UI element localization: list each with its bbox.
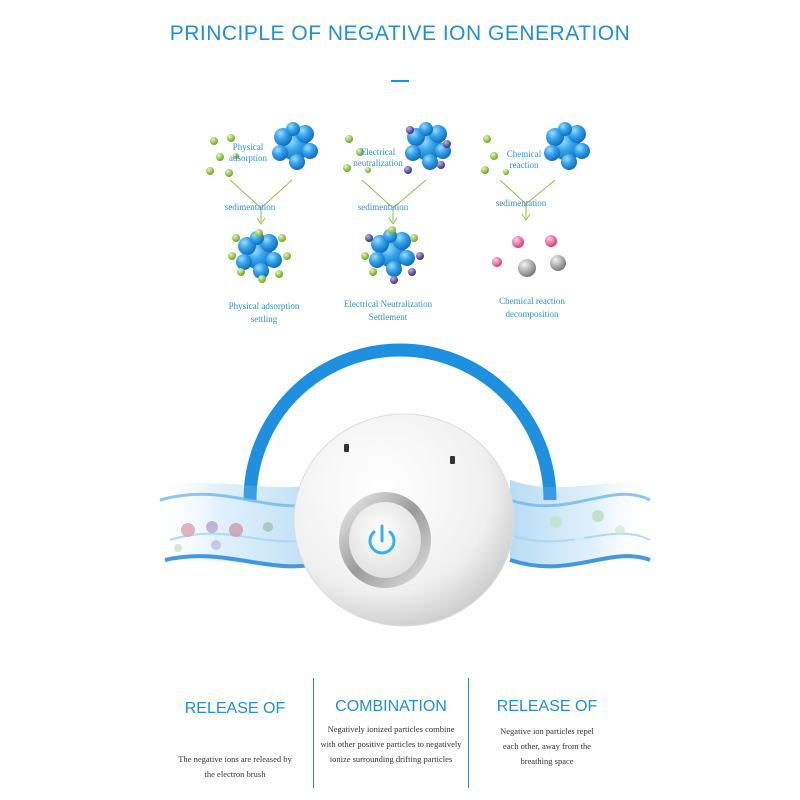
purple-particles-icon bbox=[404, 126, 451, 174]
process-chemical-reaction bbox=[481, 122, 590, 277]
column-1-text: The negative ions are released by the el… bbox=[160, 752, 310, 782]
process-2-caption-line: Settlement bbox=[368, 312, 408, 322]
power-icon bbox=[368, 524, 396, 555]
column-3-text: Negative ion particles repel each other,… bbox=[472, 724, 622, 769]
device-button bbox=[349, 502, 421, 578]
process-1-top-label-line: adsorption bbox=[229, 153, 267, 163]
process-3-mid-label: sedimentation bbox=[495, 198, 547, 208]
air-purifier-illustration bbox=[150, 343, 651, 627]
adsorbed-green-particles-icon bbox=[228, 229, 291, 283]
process-1-caption-line: Physical adsorption bbox=[228, 301, 300, 311]
process-2-caption-line: Electrical Neutralization bbox=[343, 299, 433, 309]
process-1-caption: Physical adsorption settling bbox=[194, 300, 334, 326]
process-3-top-label-line: reaction bbox=[509, 160, 539, 170]
page-title: PRINCIPLE OF NEGATIVE ION GENERATION bbox=[169, 22, 631, 45]
blue-molecule-icon bbox=[272, 122, 318, 170]
process-3-top-label-line: Chemical bbox=[506, 149, 542, 159]
process-2-top-label: Electrical neutralization bbox=[347, 147, 409, 169]
column-2-text-line: ionize surrounding drifting particles bbox=[329, 754, 453, 764]
column-3-text-line: Negative ion particles repel bbox=[500, 726, 594, 736]
process-1-caption-line: settling bbox=[250, 314, 278, 324]
column-2-heading: COMBINATION bbox=[335, 698, 447, 715]
process-1-top-label: Physical adsorption bbox=[225, 142, 271, 164]
column-2-text: Negatively ionized particles combine wit… bbox=[312, 722, 470, 767]
column-3-text-line: breathing space bbox=[520, 756, 574, 766]
column-divider bbox=[468, 678, 469, 788]
process-electrical-neutralization bbox=[343, 122, 451, 284]
column-1-text-line: the electron brush bbox=[204, 769, 266, 779]
column-2-text-line: with other positive particles to negativ… bbox=[320, 739, 462, 749]
process-2-caption: Electrical Neutralization Settlement bbox=[318, 298, 458, 324]
process-3-caption: Chemical reaction decomposition bbox=[462, 295, 602, 321]
process-3-top-label: Chemical reaction bbox=[500, 149, 548, 171]
column-1-text-line: The negative ions are released by bbox=[178, 754, 292, 764]
process-2-top-label-line: neutralization bbox=[353, 158, 403, 168]
process-2-mid-label: sedimentation bbox=[357, 202, 409, 212]
decomposed-particles-icon bbox=[492, 235, 566, 277]
process-3-caption-line: decomposition bbox=[505, 309, 559, 319]
process-3-caption-line: Chemical reaction bbox=[499, 296, 565, 306]
process-1-mid-label: sedimentation bbox=[224, 202, 276, 212]
column-3-text-line: each other, away from the bbox=[502, 741, 592, 751]
device-port bbox=[344, 444, 349, 452]
green-particles-icon bbox=[481, 135, 509, 175]
process-physical-adsorption bbox=[206, 122, 318, 283]
column-divider bbox=[313, 678, 314, 788]
title-underline bbox=[391, 80, 409, 82]
device-port bbox=[450, 456, 455, 464]
green-particles-icon bbox=[343, 135, 371, 173]
process-2-top-label-line: Electrical bbox=[360, 147, 396, 157]
ion-arc bbox=[243, 343, 557, 501]
blue-molecule-icon bbox=[544, 122, 590, 170]
column-2-text-line: Negatively ionized particles combine bbox=[327, 724, 455, 734]
green-particles-icon bbox=[206, 134, 239, 177]
clean-airflow bbox=[509, 480, 651, 570]
polluted-airflow bbox=[150, 480, 331, 570]
process-1-top-label-line: Physical bbox=[232, 142, 264, 152]
column-3-heading: RELEASE OF bbox=[496, 698, 598, 715]
column-1-heading: RELEASE OF bbox=[184, 700, 286, 717]
mixed-particles-icon bbox=[361, 226, 424, 284]
